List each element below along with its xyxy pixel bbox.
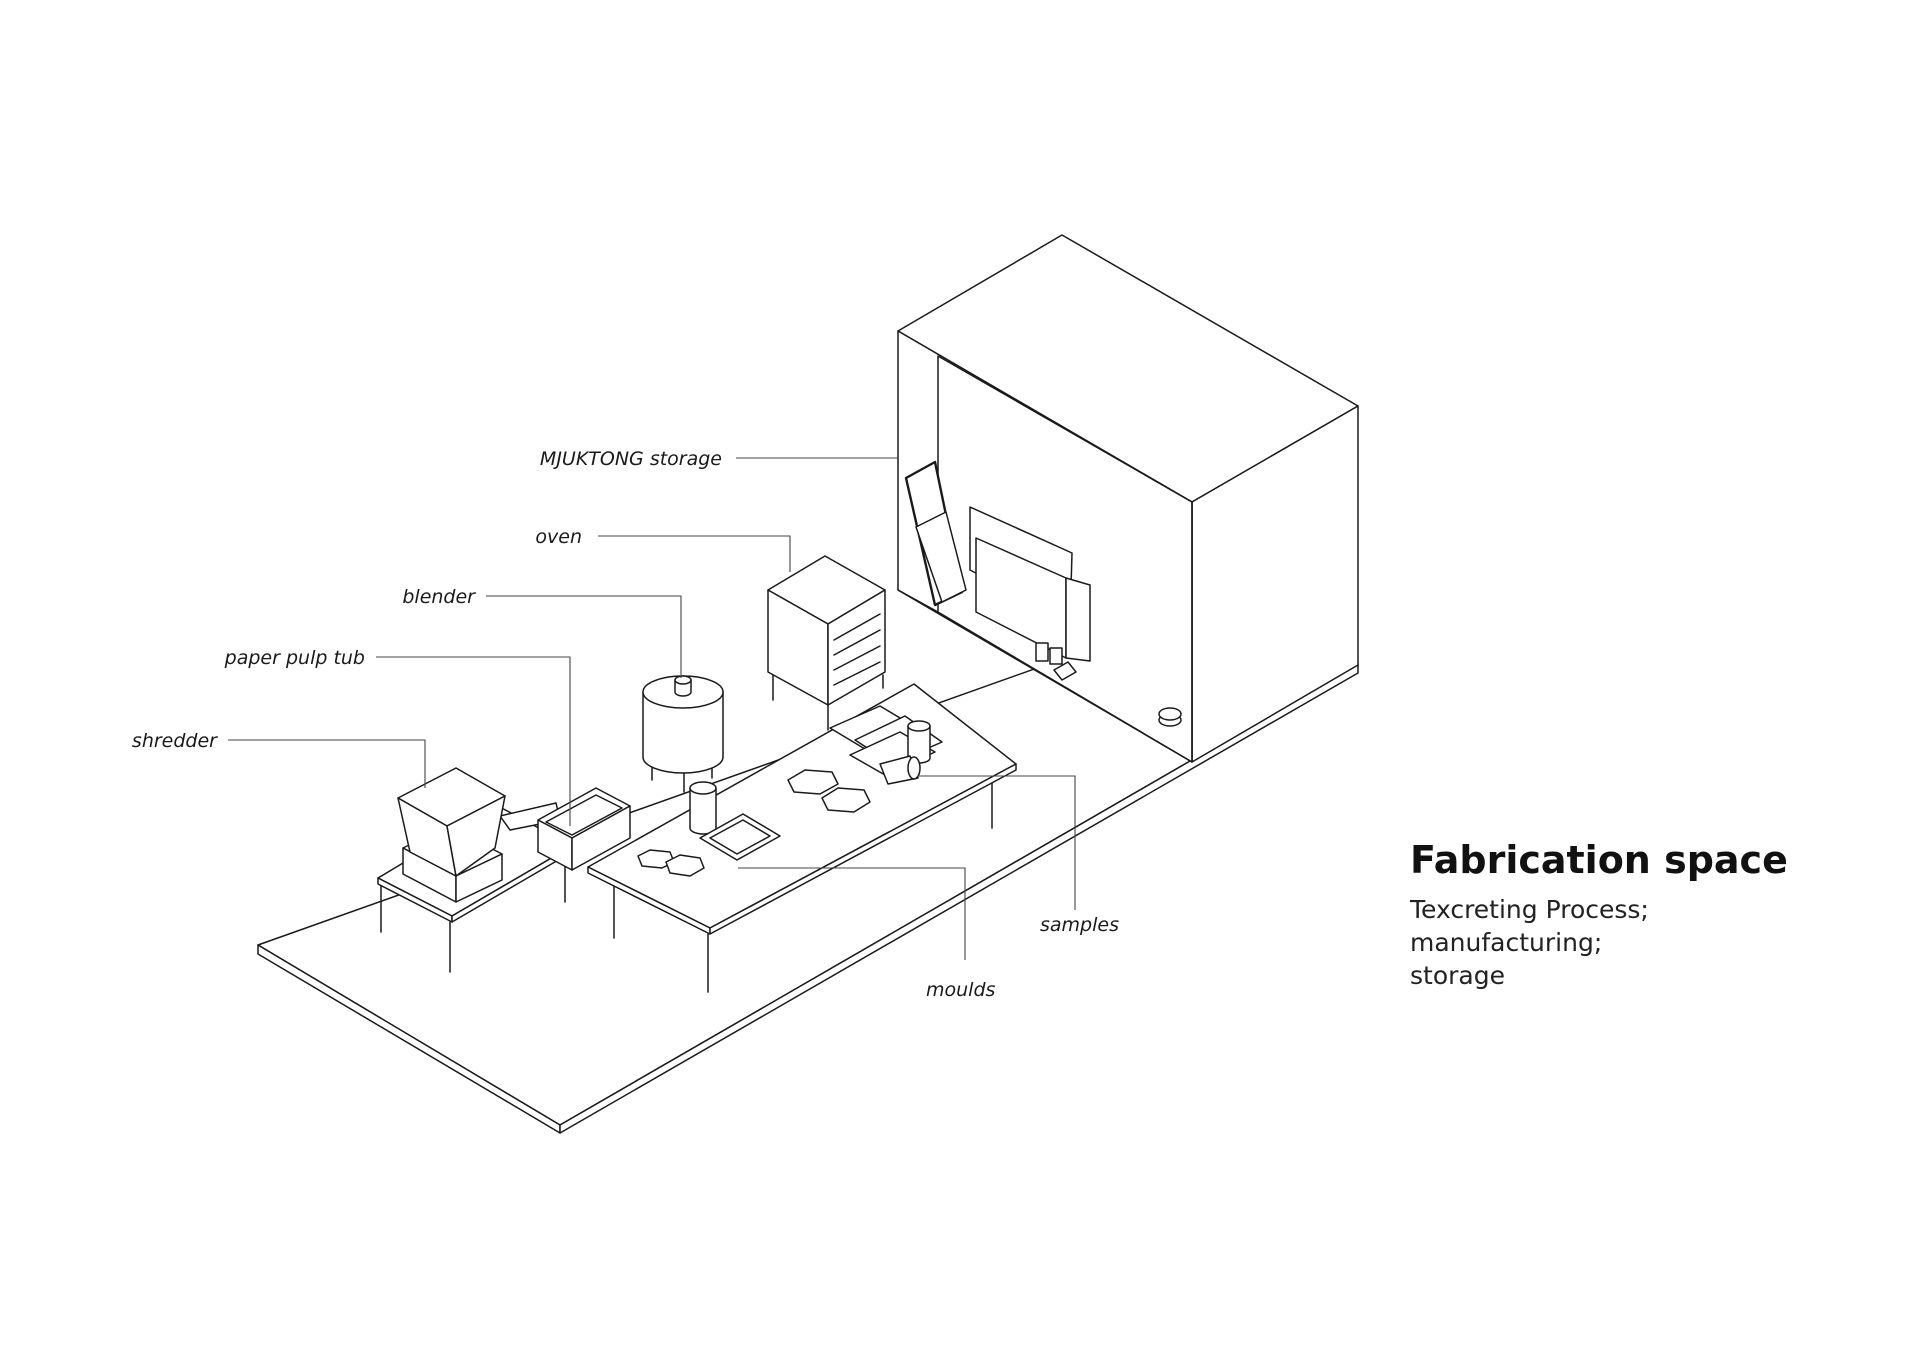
label-oven: oven [535, 526, 582, 548]
labels: MJUKTONG storage oven blender paper pulp… [132, 448, 1119, 1001]
leader-lines [228, 457, 1076, 960]
leader-oven [598, 535, 791, 572]
heading-title: Fabrication space [1410, 838, 1788, 882]
heading-line-1: Texcreting Process; [1410, 895, 1649, 924]
blender [642, 675, 724, 793]
label-shredder: shredder [132, 730, 218, 752]
mjuktong-storage-cabinet [897, 234, 1359, 763]
leader-samples [918, 775, 1076, 910]
samples [689, 705, 943, 835]
moulds [637, 813, 781, 877]
label-blender: blender [402, 586, 476, 608]
leader-blender [486, 595, 682, 678]
label-mjuktong-storage: MJUKTONG storage [540, 448, 722, 470]
heading-line-3: storage [1410, 961, 1505, 990]
leader-moulds [738, 867, 966, 960]
oven [767, 555, 886, 731]
leader-paper-pulp-tub [376, 656, 571, 826]
paper-pulp-tub [537, 787, 631, 871]
shredder [397, 767, 561, 903]
leader-shredder [228, 739, 426, 788]
heading-line-2: manufacturing; [1410, 928, 1603, 957]
floor-platform [257, 656, 1359, 1134]
label-moulds: moulds [926, 979, 996, 1001]
label-samples: samples [1040, 914, 1119, 936]
label-paper-pulp-tub: paper pulp tub [224, 647, 365, 669]
